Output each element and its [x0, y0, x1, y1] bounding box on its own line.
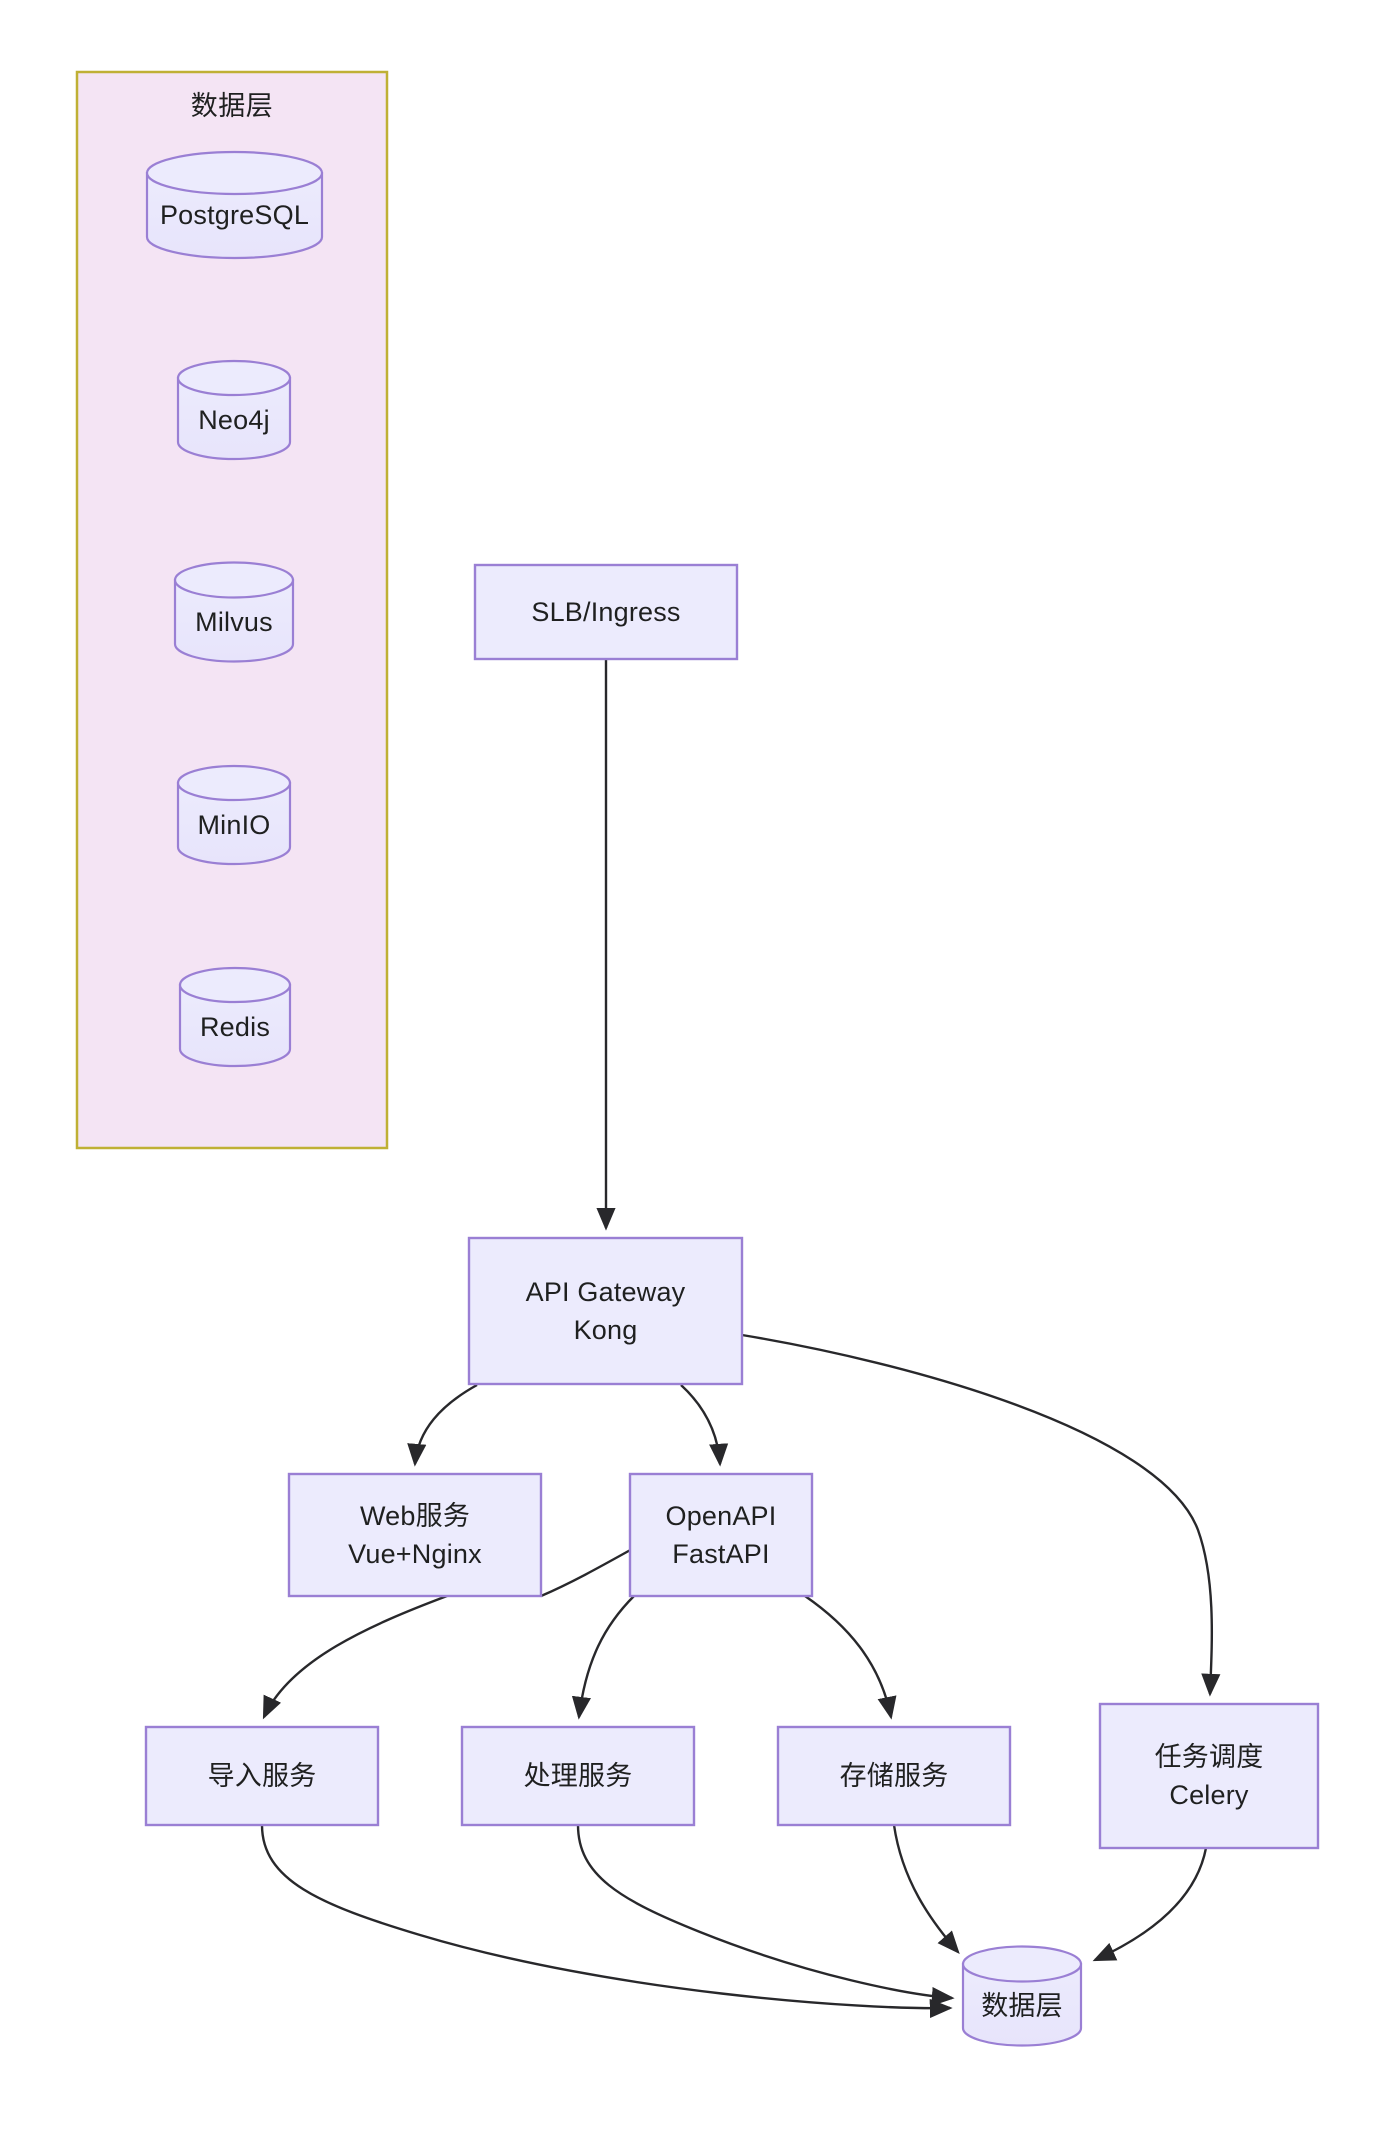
edge-gateway-web	[407, 1383, 478, 1467]
node-storage[interactable]	[776, 1725, 1012, 1827]
node-minio[interactable]	[176, 764, 292, 866]
node-openapi[interactable]	[628, 1472, 814, 1598]
edge-process-datalayer	[576, 1824, 955, 2007]
node-redis[interactable]	[178, 966, 292, 1068]
edge-storage-datalayer	[892, 1824, 960, 1954]
node-slb[interactable]	[473, 563, 739, 661]
node-web[interactable]	[287, 1472, 543, 1598]
node-gateway[interactable]	[467, 1236, 744, 1386]
edge-scheduler-datalayer	[1092, 1847, 1208, 1962]
node-import[interactable]	[144, 1725, 380, 1827]
node-milvus[interactable]	[173, 561, 295, 663]
edge-gateway-openapi	[680, 1384, 729, 1467]
cluster-title-data-layer: 数据层	[190, 91, 274, 121]
edge-web-import	[262, 1594, 448, 1720]
node-postgresql[interactable]	[145, 150, 324, 260]
edge-layer	[260, 659, 1221, 2019]
edge-openapi-storage	[804, 1595, 897, 1720]
node-datalayer[interactable]	[961, 1945, 1083, 2047]
node-scheduler[interactable]	[1098, 1702, 1320, 1850]
edge-gateway-scheduler	[741, 1333, 1221, 1697]
node-process[interactable]	[460, 1725, 696, 1827]
node-neo4j[interactable]	[176, 359, 292, 461]
edge-openapi-process	[571, 1595, 635, 1720]
edge-import-datalayer	[260, 1824, 953, 2019]
